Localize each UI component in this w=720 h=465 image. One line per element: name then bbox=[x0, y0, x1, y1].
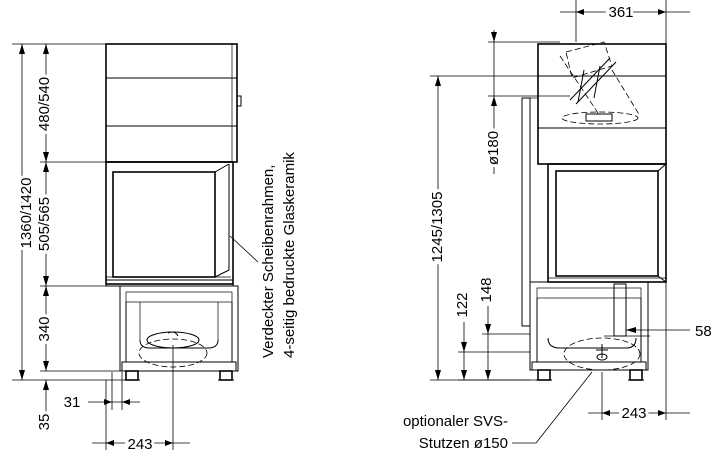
front-foot-left bbox=[125, 370, 139, 381]
dim-side-122: 122 bbox=[454, 292, 471, 317]
front-dimensions bbox=[12, 43, 190, 450]
dim-side-148: 148 bbox=[478, 277, 495, 302]
front-base bbox=[119, 285, 239, 372]
side-foot-right bbox=[629, 369, 643, 381]
side-annotation-line1: optionaler SVS- bbox=[403, 413, 508, 430]
front-annotation-line1: Verdeckter Scheibenrahmen, bbox=[260, 165, 277, 358]
side-glass bbox=[555, 170, 659, 277]
dim-front-total-height: 1360/1420 bbox=[18, 178, 35, 249]
front-foot-right bbox=[219, 370, 233, 381]
dim-front-hood: 480/540 bbox=[36, 77, 53, 131]
front-hood bbox=[105, 43, 238, 163]
side-optional-connector bbox=[563, 337, 641, 371]
side-hood bbox=[537, 43, 667, 165]
side-firebox bbox=[547, 163, 667, 283]
dim-front-base: 340 bbox=[36, 316, 53, 341]
dim-front-foot: 35 bbox=[36, 414, 53, 431]
front-glass bbox=[112, 171, 216, 278]
dim-side-top: 361 bbox=[608, 4, 633, 21]
side-flue-outlet bbox=[565, 41, 613, 79]
dim-side-diameter: ø180 bbox=[485, 131, 502, 165]
side-dimensions bbox=[430, 0, 690, 444]
dim-side-height: 1245/1305 bbox=[429, 192, 446, 263]
side-foot-left bbox=[537, 369, 551, 381]
front-firebox bbox=[105, 161, 234, 285]
side-rear-panel bbox=[521, 97, 531, 327]
side-base bbox=[529, 281, 649, 371]
side-support bbox=[613, 283, 627, 337]
dim-side-58: 58 bbox=[695, 323, 712, 340]
dim-front-offset: 31 bbox=[64, 394, 81, 411]
front-view: 1360/1420 480/540 505/565 340 35 31 243 … bbox=[12, 43, 298, 456]
dim-side-width: 243 bbox=[621, 405, 646, 422]
side-view: 361 ø180 1245/1305 148 122 58 243 option… bbox=[403, 0, 712, 452]
dim-front-door: 505/565 bbox=[36, 197, 53, 251]
side-annotation-line2: Stutzen ø150 bbox=[419, 435, 508, 452]
dim-front-width: 243 bbox=[127, 436, 152, 453]
front-annotation-line2: 4-seitig bedruckte Glaskeramik bbox=[281, 152, 298, 358]
